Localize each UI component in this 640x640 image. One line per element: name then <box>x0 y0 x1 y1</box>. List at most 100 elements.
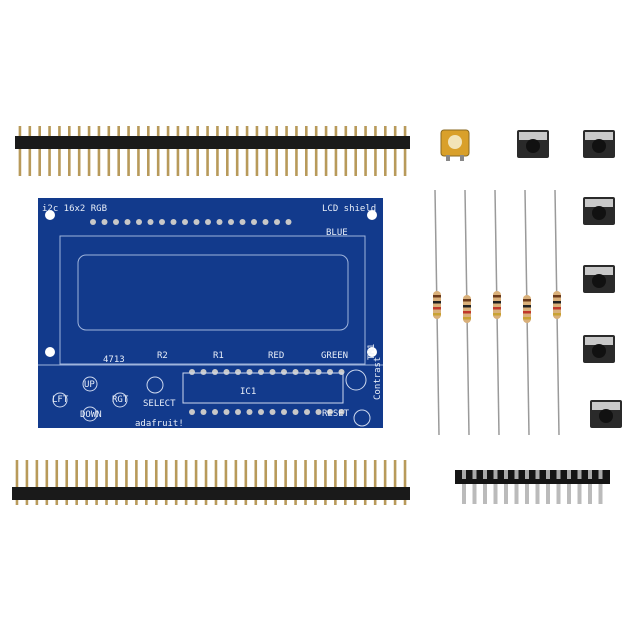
socket-pin <box>525 484 529 504</box>
tactile-buttons <box>517 130 622 428</box>
resistor-band <box>553 301 561 304</box>
resistor-band <box>523 311 531 314</box>
header-pin <box>244 460 248 505</box>
silk-up: UP <box>84 380 95 390</box>
resistor-band <box>433 301 441 304</box>
resistor-body <box>463 295 471 323</box>
header-pin <box>285 126 288 176</box>
ic-socket <box>455 470 610 504</box>
header-pin <box>383 460 387 505</box>
resistor-band <box>523 305 531 308</box>
header-pin <box>403 126 407 176</box>
socket-contact <box>514 470 519 479</box>
mounting-hole <box>367 210 377 220</box>
bottom-pin-header <box>12 460 410 505</box>
header-pin <box>403 460 407 505</box>
header-pin <box>65 460 69 505</box>
silk-red: RED <box>268 351 284 361</box>
pcb-pad <box>285 219 292 225</box>
silk-right: RGT <box>112 395 129 405</box>
header-pin <box>137 126 140 176</box>
resistor-body <box>553 291 561 319</box>
pcb-pad <box>113 219 119 225</box>
header-pin <box>204 460 208 505</box>
header-pin <box>214 460 218 505</box>
header-pin <box>324 126 328 176</box>
button-cap <box>599 409 613 423</box>
resistor-band <box>523 299 531 302</box>
pcb-pad <box>235 369 241 375</box>
socket-contact <box>525 470 529 479</box>
resistors <box>433 189 561 436</box>
silk-down: DOWN <box>80 410 102 420</box>
header-pin <box>186 126 190 176</box>
header-pin <box>334 460 337 505</box>
resistor-band <box>463 305 471 308</box>
header-pin <box>275 126 278 176</box>
pcb-pad <box>292 369 299 375</box>
pcb-pad <box>239 219 246 225</box>
pcb-pad <box>269 409 276 415</box>
header-pin <box>28 126 32 176</box>
socket-contact <box>504 470 508 479</box>
silk-brand: adafruit! <box>135 419 184 429</box>
pcb-pad <box>90 219 96 225</box>
resistor-body <box>493 291 501 319</box>
pcb-pad <box>193 219 200 225</box>
resistor-band <box>553 295 561 298</box>
header-pin <box>166 126 170 176</box>
socket-contact <box>546 470 550 479</box>
pcb-pad <box>189 369 195 375</box>
header-pin <box>334 126 338 176</box>
header-pin <box>18 126 22 176</box>
header-pin <box>384 126 387 176</box>
button-plate <box>585 132 613 140</box>
resistor-band <box>463 317 471 320</box>
pcb-pad <box>189 409 195 415</box>
resistor-band <box>493 313 501 316</box>
pcb-pad <box>216 219 223 225</box>
pcb-pad <box>246 369 253 375</box>
header-pin <box>15 460 19 505</box>
header-pin <box>145 460 148 505</box>
left-button-outline <box>52 392 68 408</box>
header-pin <box>295 126 298 176</box>
header-pin <box>254 460 258 505</box>
silk-ic1: IC1 <box>240 387 256 397</box>
header-pin <box>156 126 160 176</box>
pcb-pad <box>212 409 218 415</box>
header-pin <box>68 126 71 176</box>
pcb-pad <box>251 219 257 225</box>
header-pin <box>147 126 150 176</box>
button-plate <box>585 267 613 275</box>
socket-pin <box>472 484 477 504</box>
lcd-outline <box>59 235 366 365</box>
pcb-pad <box>315 409 322 415</box>
header-pin <box>154 460 158 505</box>
socket-contact <box>588 470 592 479</box>
header-pin <box>45 460 49 505</box>
header-pin <box>265 126 269 176</box>
pcb-pad <box>327 409 333 415</box>
socket-contact <box>535 470 540 479</box>
header-pin <box>87 126 91 176</box>
header-pin <box>304 460 307 505</box>
socket-pin <box>556 484 561 504</box>
header-pin <box>194 460 198 505</box>
pcb-pad <box>304 409 310 415</box>
header-pin <box>117 126 120 176</box>
header-pin <box>363 460 367 505</box>
silk-code: 4713 <box>103 355 125 365</box>
top-pin-header <box>15 126 410 176</box>
pcb-pad <box>338 369 345 375</box>
socket-pin <box>462 484 466 504</box>
header-pin <box>284 460 287 505</box>
button-cap <box>526 139 540 153</box>
pcb-pad <box>258 369 264 375</box>
pcb-pad <box>223 369 230 375</box>
pcb-pad <box>274 219 280 225</box>
button-plate <box>519 132 547 140</box>
socket-contact <box>567 470 571 479</box>
